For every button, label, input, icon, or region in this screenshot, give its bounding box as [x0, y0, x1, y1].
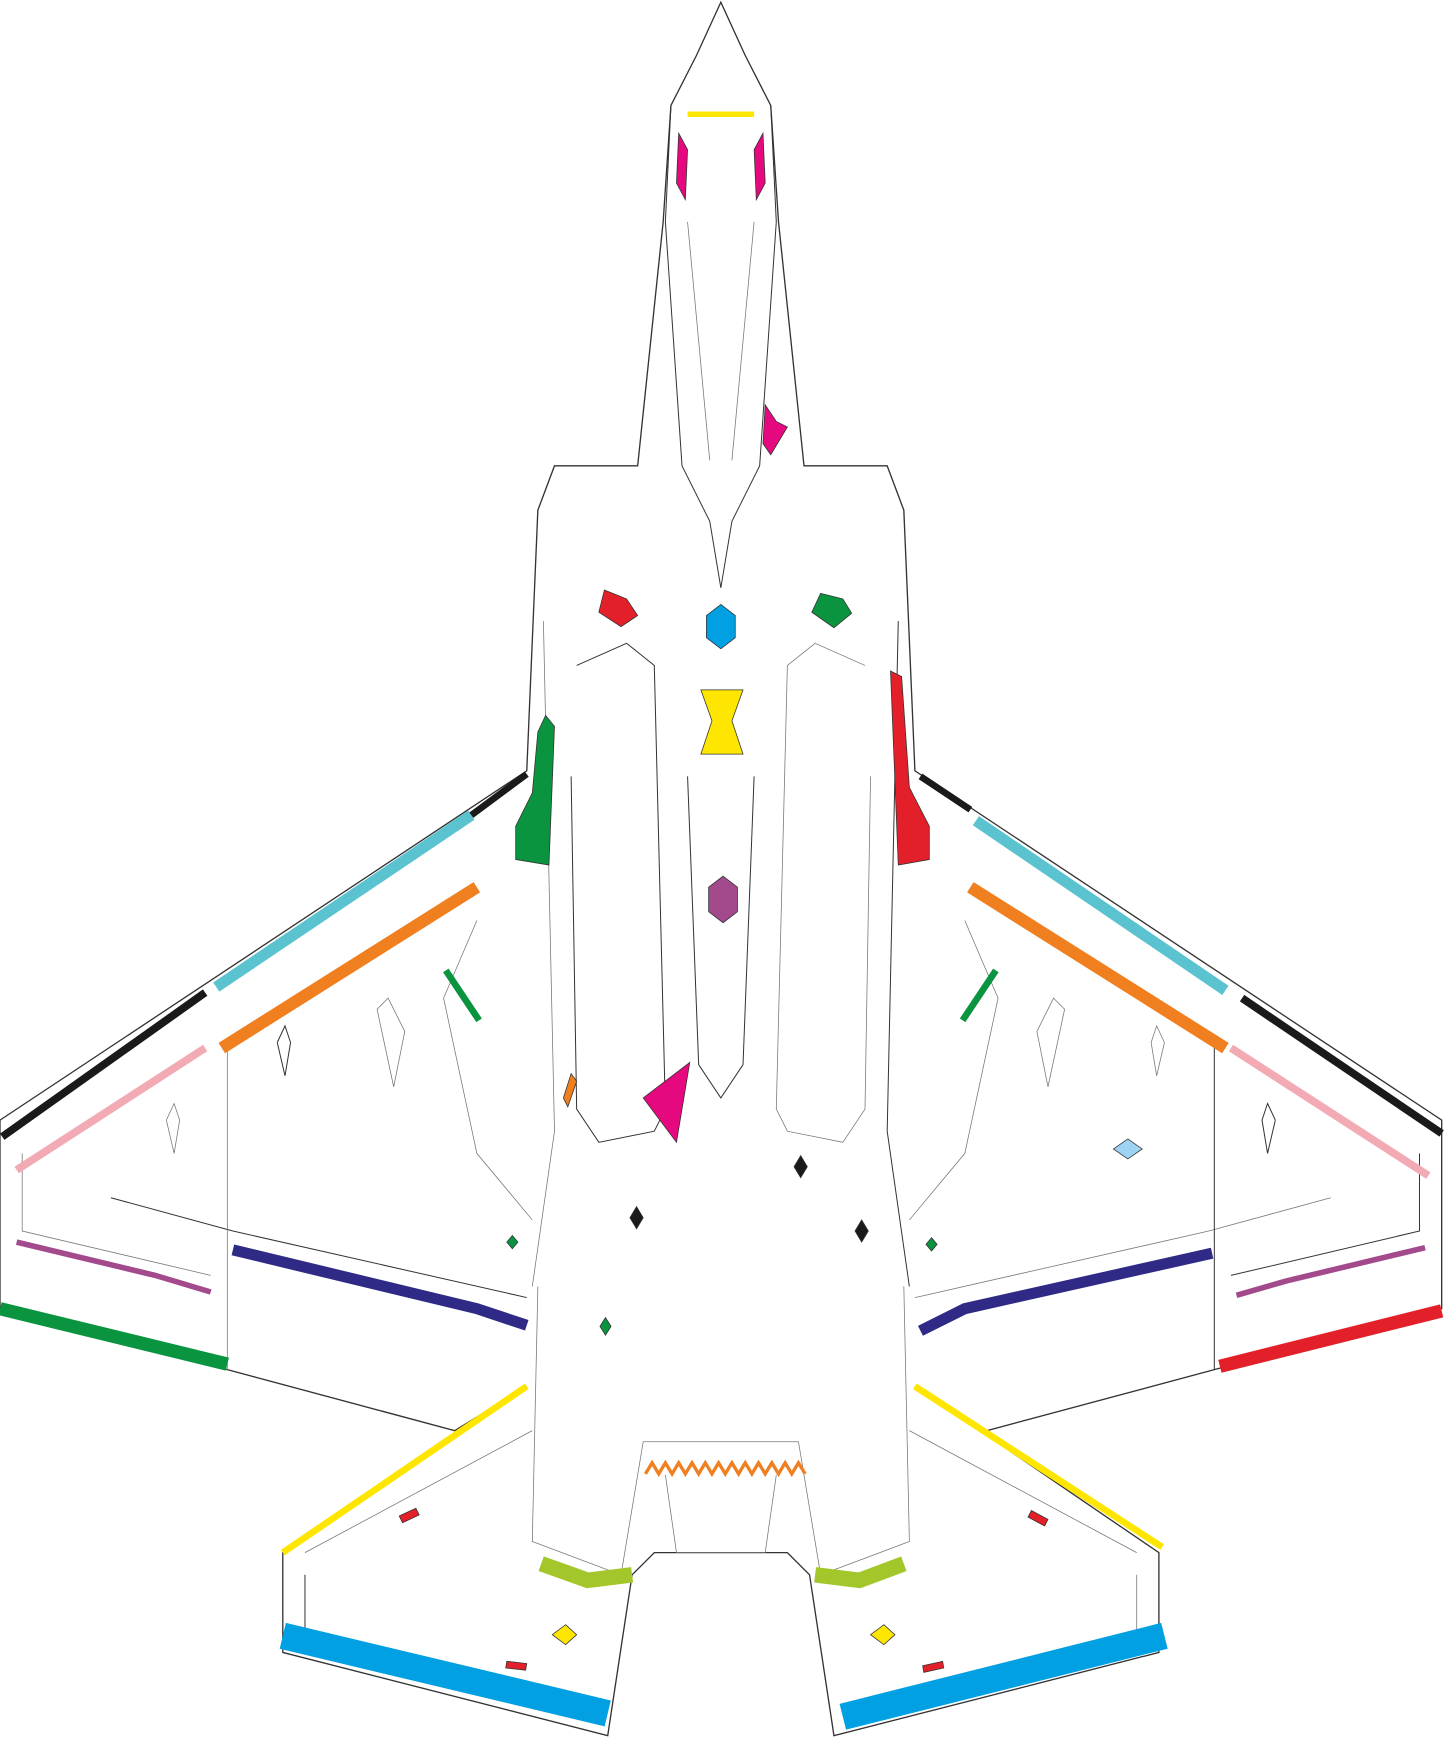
yellow-bowtie-panel — [700, 689, 744, 755]
panel-line — [909, 920, 999, 1221]
right-blue-tail-stripe — [839, 1622, 1168, 1730]
right-yellow-tail-stripe — [913, 1383, 1165, 1550]
left-red-tail-mark — [398, 1507, 420, 1524]
magenta-triangle — [642, 1061, 691, 1144]
purple-hexagon — [708, 875, 738, 924]
right-red-stripe — [1218, 1304, 1444, 1373]
panel-line — [1230, 1153, 1420, 1276]
right-black-root-stripe — [918, 773, 973, 813]
red-hexagon — [598, 589, 639, 628]
panel-line — [687, 776, 755, 1099]
left-green-intake-panel — [515, 714, 555, 866]
right-navy-stripe — [917, 1247, 1214, 1336]
left-green-stripe — [0, 1302, 229, 1371]
right-lime-stripe — [814, 1556, 907, 1589]
panel-line — [687, 221, 711, 461]
black-diamond-3 — [854, 1219, 869, 1243]
left-yellow-tail-stripe — [280, 1383, 529, 1556]
right-purple-stripe — [1235, 1244, 1426, 1299]
panel-line — [110, 1197, 527, 1299]
panel-line — [909, 1430, 1137, 1553]
black-diamond-2 — [629, 1205, 644, 1230]
left-orange-stripe — [218, 882, 481, 1054]
right-pink-stripe — [1228, 1044, 1431, 1179]
green-diamond-1 — [506, 1234, 519, 1250]
panel-line — [914, 1197, 1331, 1298]
panel-line — [376, 997, 406, 1087]
panel-line — [443, 920, 533, 1221]
green-diamond-3 — [599, 1316, 612, 1337]
magenta-nose-right — [753, 131, 766, 202]
left-red-tail-mark-2 — [505, 1660, 528, 1671]
panel-line — [664, 105, 777, 588]
panel-line — [1261, 1102, 1276, 1154]
panel-line — [304, 1430, 533, 1553]
panel-line — [1036, 997, 1065, 1087]
left-green-diag-stripe — [443, 968, 482, 1023]
right-cyan-stripe — [972, 816, 1229, 995]
green-hexagon — [811, 592, 853, 629]
panel-line — [531, 1286, 910, 1576]
magenta-nose-panel — [762, 403, 788, 456]
right-black-tip-stripe — [1239, 994, 1444, 1137]
blue-hexagon — [706, 603, 736, 650]
left-black-root-stripe — [469, 771, 529, 818]
right-red-tail-mark-2 — [922, 1660, 945, 1673]
light-blue-diamond — [1112, 1138, 1143, 1160]
panel-line — [21, 1153, 211, 1276]
left-orange-mark — [562, 1072, 578, 1108]
left-black-tip-stripe — [0, 989, 208, 1140]
right-green-diag-stripe — [959, 968, 999, 1023]
green-diamond-2 — [925, 1237, 938, 1252]
panel-line — [276, 1024, 292, 1076]
panel-line — [1150, 1024, 1165, 1076]
left-navy-stripe — [231, 1244, 529, 1331]
right-red-tail-mark — [1027, 1509, 1049, 1527]
left-cyan-stripe — [213, 810, 475, 992]
right-yellow-diamond — [869, 1624, 896, 1646]
panel-line — [775, 642, 871, 1143]
panel-line — [886, 621, 910, 1287]
left-purple-stripe — [15, 1239, 212, 1295]
left-yellow-diamond — [551, 1624, 578, 1646]
orange-exhaust-zigzag — [643, 1459, 807, 1478]
panel-line — [665, 1474, 777, 1554]
black-diamond-1 — [793, 1154, 808, 1179]
left-pink-stripe — [14, 1044, 208, 1174]
panel-line — [165, 1102, 181, 1154]
left-blue-tail-stripe — [279, 1622, 611, 1727]
right-red-intake-panel — [890, 670, 930, 866]
panel-line — [731, 221, 755, 461]
left-lime-stripe — [538, 1556, 634, 1589]
magenta-nose-left — [676, 131, 688, 202]
right-orange-stripe — [967, 882, 1229, 1054]
